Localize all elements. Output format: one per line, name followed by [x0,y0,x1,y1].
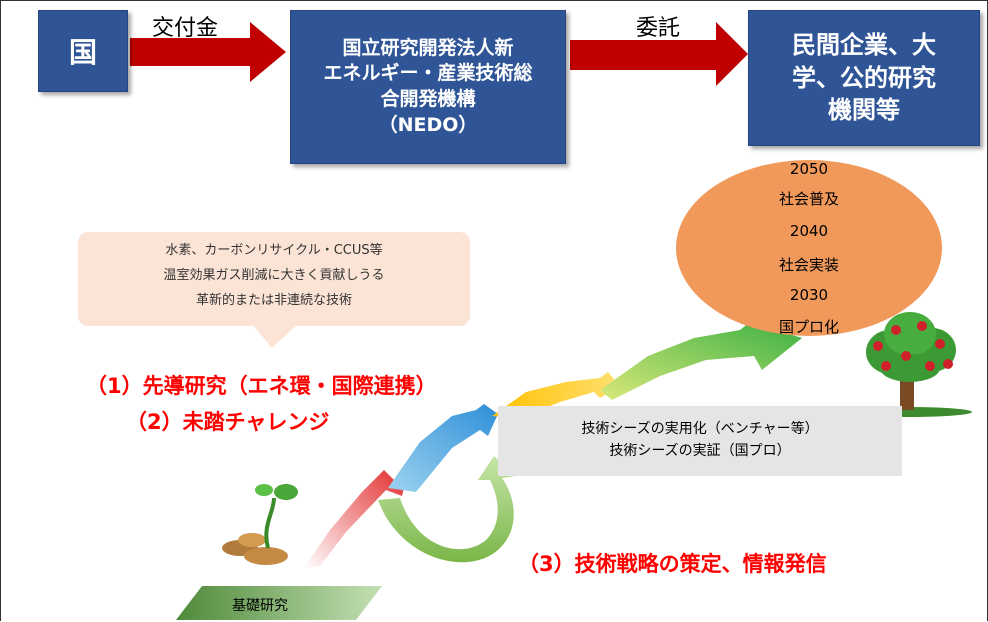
program-unexplored-challenge: （2）未踏チャレンジ [126,410,330,434]
practical-line: 技術シーズの実用化（ベンチャー等） [581,421,819,437]
grant-label: 交付金 [152,16,219,41]
flow-arrow-itaku [570,22,748,86]
practical-line: 技術シーズの実証（国プロ） [609,443,791,459]
milestone-stage: 国プロ化 [778,318,839,336]
commission-label: 委託 [636,16,681,41]
practical-application-box: 技術シーズの実用化（ベンチャー等） 技術シーズの実証（国プロ） [498,406,902,476]
milestone-stage: 社会普及 [778,190,839,208]
feedback-curve-arrow [378,456,516,563]
milestone-year: 2040 [789,222,829,240]
bubble-tail [252,324,298,348]
nedo-box: 国立研究開発法人新 エネルギー・産業技術総 合開発機構 （NEDO） [290,10,566,164]
milestone-stage: 社会実装 [778,256,839,274]
milestone-oval [676,160,942,336]
govt-box: 国 [38,10,128,92]
apple-tree-icon [848,312,972,417]
stage-arrow-blue [388,404,498,492]
private-sector-box: 民間企業、大 学、公的研究 機関等 [748,10,980,146]
stage-arrow-red [304,462,410,568]
target-tech-bubble: 水素、カーボンリサイクル・CCUS等 温室効果ガス削減に大きく貢献しうる 革新的… [78,232,470,326]
bubble-line: 革新的または非連続な技術 [195,293,352,308]
milestone-year: 2030 [789,286,829,304]
program-tech-strategy: （3）技術戦略の策定、情報発信 [518,552,827,576]
bubble-line: 水素、カーボンリサイクル・CCUS等 [165,243,383,258]
seedling-icon [222,484,298,565]
program-lead-research: （1）先導研究（エネ環・国際連携） [86,374,437,398]
bubble-line: 温室効果ガス削減に大きく貢献しうる [163,268,385,283]
base-research-plate [176,586,382,620]
base-research-label: 基礎研究 [232,598,288,614]
flow-arrow-koufu [130,22,286,82]
stage-arrow-green [600,322,802,400]
milestone-year: 2050 [789,160,829,178]
